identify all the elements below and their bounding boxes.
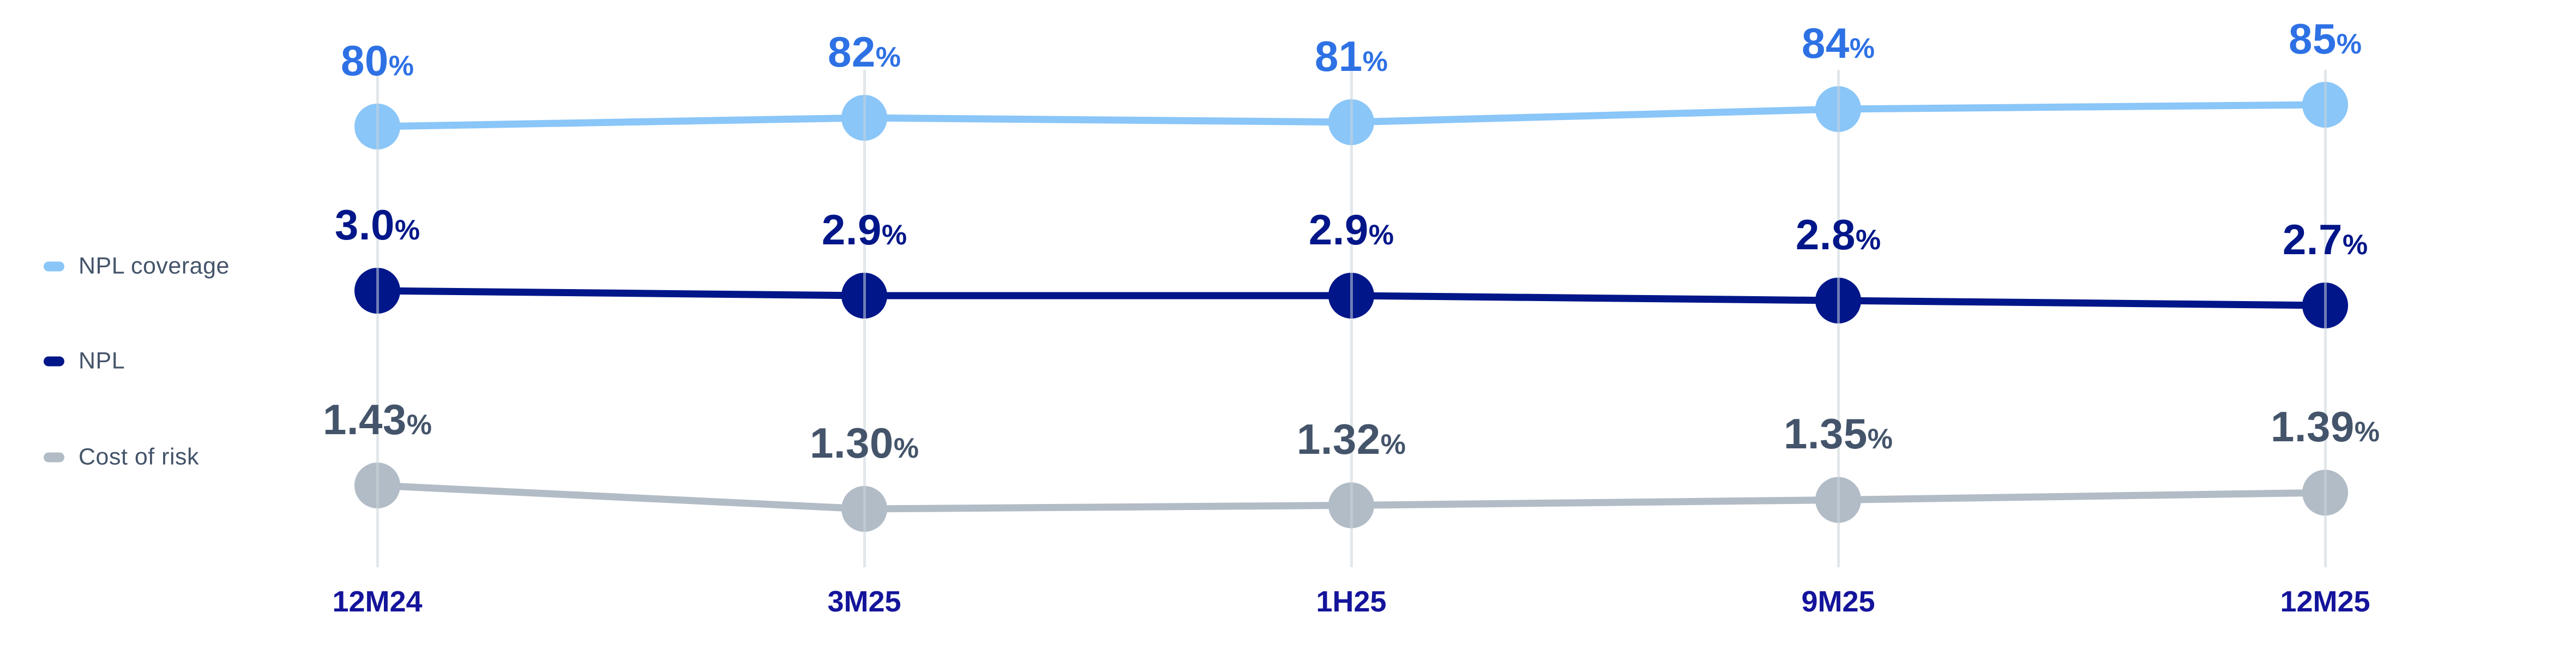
vertical-gridline-12m24 bbox=[376, 70, 379, 567]
value-percent-sign: % bbox=[2336, 28, 2362, 60]
value-percent-sign: % bbox=[2342, 229, 2368, 261]
value-number: 1.30 bbox=[809, 419, 894, 467]
value-percent-sign: % bbox=[1368, 219, 1394, 251]
legend-label: NPL coverage bbox=[79, 253, 230, 279]
legend-item-npl-coverage: NPL coverage bbox=[44, 253, 230, 280]
value-percent-sign: % bbox=[1849, 33, 1875, 64]
value-label-cost-of-risk-3m25: 1.30% bbox=[810, 422, 919, 464]
legend-swatch-cost-of-risk bbox=[44, 452, 64, 462]
value-percent-sign: % bbox=[893, 433, 919, 464]
value-percent-sign: % bbox=[881, 219, 907, 251]
value-percent-sign: % bbox=[406, 409, 432, 441]
value-label-npl-9m25: 2.8% bbox=[1796, 213, 1881, 256]
x-axis-label-3m25: 3M25 bbox=[827, 585, 901, 618]
value-number: 1.35 bbox=[1783, 410, 1868, 458]
value-number: 1.43 bbox=[322, 395, 407, 443]
value-number: 2.7 bbox=[2282, 215, 2343, 263]
value-number: 82 bbox=[827, 28, 876, 76]
value-label-npl-coverage-9m25: 84% bbox=[1802, 22, 1875, 64]
value-label-cost-of-risk-9m25: 1.35% bbox=[1784, 412, 1893, 455]
value-number: 1.39 bbox=[2270, 403, 2355, 451]
value-label-npl-coverage-12m24: 80% bbox=[341, 39, 414, 82]
value-percent-sign: % bbox=[1362, 46, 1388, 77]
value-percent-sign: % bbox=[1867, 423, 1893, 455]
vertical-gridline-12m25 bbox=[2324, 70, 2327, 567]
legend-item-cost-of-risk: Cost of risk bbox=[44, 444, 199, 471]
legend-label: NPL bbox=[79, 347, 125, 374]
value-label-cost-of-risk-12m24: 1.43% bbox=[323, 398, 432, 441]
x-axis-label-12m25: 12M25 bbox=[2280, 585, 2370, 618]
value-number: 2.9 bbox=[1308, 206, 1369, 254]
x-axis-label-9m25: 9M25 bbox=[1801, 585, 1875, 618]
legend-item-npl: NPL bbox=[44, 348, 125, 375]
value-label-npl-coverage-12m25: 85% bbox=[2289, 17, 2362, 60]
value-label-cost-of-risk-12m25: 1.39% bbox=[2271, 405, 2380, 448]
value-percent-sign: % bbox=[1380, 429, 1406, 461]
value-percent-sign: % bbox=[1855, 224, 1881, 256]
value-label-npl-3m25: 2.9% bbox=[822, 208, 907, 251]
value-percent-sign: % bbox=[394, 214, 420, 246]
value-label-npl-12m24: 3.0% bbox=[335, 203, 420, 246]
value-number: 81 bbox=[1314, 32, 1363, 80]
value-number: 2.9 bbox=[821, 206, 882, 254]
value-number: 85 bbox=[2288, 15, 2337, 63]
x-axis-label-12m24: 12M24 bbox=[332, 585, 423, 618]
legend-swatch-npl-coverage bbox=[44, 261, 64, 271]
value-label-npl-coverage-1h25: 81% bbox=[1315, 35, 1388, 77]
value-number: 80 bbox=[340, 37, 389, 85]
value-number: 3.0 bbox=[334, 201, 395, 249]
value-label-npl-coverage-3m25: 82% bbox=[828, 31, 901, 73]
legend-swatch-npl bbox=[44, 356, 64, 366]
legend-label: Cost of risk bbox=[79, 443, 200, 470]
value-label-npl-12m25: 2.7% bbox=[2283, 218, 2368, 261]
vertical-gridline-1h25 bbox=[1350, 70, 1353, 567]
value-number: 1.32 bbox=[1296, 415, 1381, 464]
value-label-cost-of-risk-1h25: 1.32% bbox=[1297, 418, 1406, 460]
value-number: 2.8 bbox=[1795, 211, 1856, 259]
x-axis-label-1h25: 1H25 bbox=[1316, 585, 1387, 618]
value-number: 84 bbox=[1801, 19, 1850, 67]
vertical-gridline-9m25 bbox=[1837, 70, 1840, 567]
value-label-npl-1h25: 2.9% bbox=[1309, 208, 1394, 251]
vertical-gridline-3m25 bbox=[863, 70, 866, 567]
value-percent-sign: % bbox=[875, 41, 901, 73]
value-percent-sign: % bbox=[2354, 416, 2380, 448]
value-percent-sign: % bbox=[388, 50, 414, 82]
